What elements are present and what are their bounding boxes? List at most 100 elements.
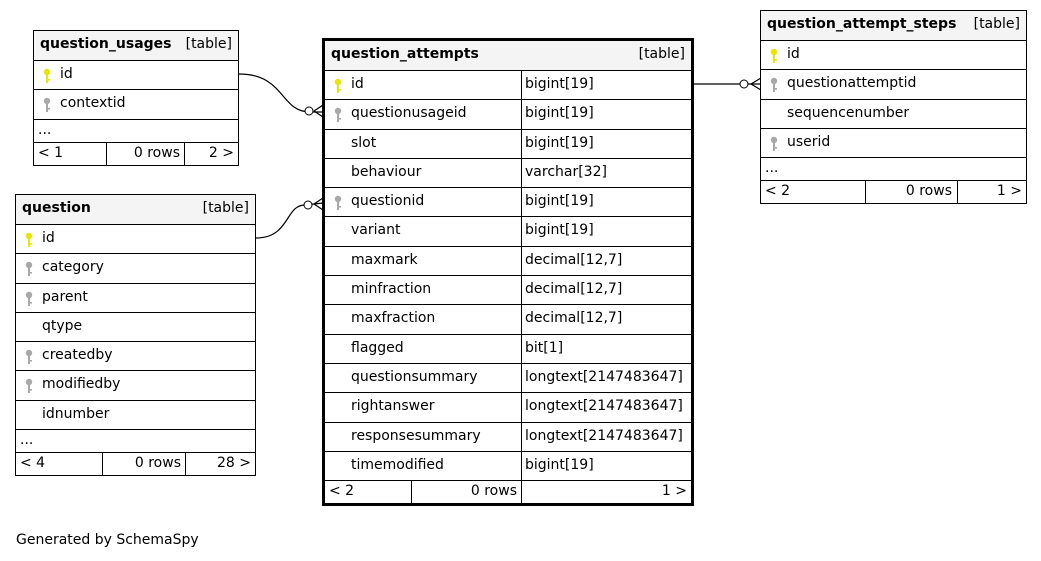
- primary-key-icon: [769, 48, 779, 64]
- table-footer: < 2 0 rows 1 >: [761, 181, 1026, 204]
- foreign-key-icon: [24, 291, 34, 307]
- column-row[interactable]: id: [761, 41, 1026, 71]
- relation-zero-marker: [739, 79, 749, 89]
- relation-zero-marker: [303, 200, 313, 210]
- column-type: bigint[19]: [525, 456, 594, 473]
- column-row[interactable]: timemodified bigint[19]: [325, 451, 691, 482]
- row-count: 0 rows: [470, 483, 517, 500]
- column-type: bigint[19]: [525, 105, 594, 122]
- more-columns: ...: [761, 158, 1026, 182]
- column-row[interactable]: idnumber: [16, 401, 255, 431]
- foreign-key-icon: [24, 349, 34, 365]
- column-type: bigint[19]: [525, 193, 594, 210]
- column-type: decimal[12,7]: [525, 310, 623, 327]
- column-name: questionusageid: [351, 105, 467, 122]
- column-row[interactable]: contextid: [34, 90, 238, 120]
- children-count[interactable]: 28 >: [217, 455, 251, 472]
- column-row[interactable]: parent: [16, 284, 255, 313]
- column-row[interactable]: modifiedby: [16, 371, 255, 401]
- column-name: flagged: [351, 339, 404, 356]
- foreign-key-icon: [333, 195, 343, 211]
- relation-usages-attempts: [238, 73, 323, 113]
- column-row[interactable]: responsesummary longtext[2147483647]: [325, 422, 691, 452]
- table-header[interactable]: question [table]: [16, 195, 255, 225]
- column-row[interactable]: qtype: [16, 313, 255, 343]
- foreign-key-icon: [42, 97, 52, 113]
- column-type: varchar[32]: [525, 163, 607, 180]
- primary-key-icon: [42, 68, 52, 84]
- column-name: idnumber: [42, 405, 110, 422]
- column-type: longtext[2147483647]: [525, 427, 683, 444]
- foreign-key-icon: [769, 136, 779, 152]
- column-row[interactable]: category: [16, 254, 255, 284]
- column-row[interactable]: id: [34, 61, 238, 91]
- more-columns: ...: [34, 120, 238, 143]
- table-kind: [table]: [202, 200, 249, 216]
- foreign-key-icon: [24, 378, 34, 394]
- table-name[interactable]: question_attempts: [331, 46, 479, 62]
- column-name: slot: [351, 134, 377, 151]
- table-header[interactable]: question_attempt_steps [table]: [761, 11, 1026, 41]
- column-row[interactable]: questionattemptid: [761, 70, 1026, 100]
- column-name: minfraction: [351, 281, 432, 298]
- column-name: timemodified: [351, 456, 444, 473]
- column-row[interactable]: userid: [761, 129, 1026, 159]
- column-type: longtext[2147483647]: [525, 398, 683, 415]
- table-name[interactable]: question: [22, 200, 91, 216]
- children-count[interactable]: 1 >: [996, 183, 1022, 200]
- column-row[interactable]: sequencenumber: [761, 100, 1026, 129]
- column-row[interactable]: createdby: [16, 342, 255, 372]
- foreign-key-icon: [24, 261, 34, 277]
- table-footer: < 4 0 rows 28 >: [16, 453, 255, 476]
- column-row[interactable]: id: [16, 225, 255, 255]
- column-name: modifiedby: [42, 376, 121, 393]
- table-header[interactable]: question_usages [table]: [34, 31, 238, 61]
- row-count: 0 rows: [134, 455, 181, 472]
- table-kind: [table]: [973, 16, 1020, 32]
- column-row[interactable]: rightanswer longtext[2147483647]: [325, 393, 691, 423]
- relation-question-attempts: [255, 202, 324, 239]
- table-name[interactable]: question_usages: [40, 36, 172, 52]
- column-name: qtype: [42, 317, 83, 334]
- children-count[interactable]: 1 >: [661, 483, 687, 500]
- column-row[interactable]: flagged bit[1]: [325, 334, 691, 364]
- relation-crowfoot: [750, 77, 762, 91]
- foreign-key-icon: [333, 107, 343, 123]
- column-name: id: [351, 76, 364, 92]
- row-count: 0 rows: [905, 183, 952, 200]
- table-header[interactable]: question_attempts [table]: [325, 41, 691, 71]
- table-name[interactable]: question_attempt_steps: [767, 16, 957, 32]
- children-count[interactable]: 2 >: [208, 144, 234, 161]
- relation-crowfoot: [313, 104, 324, 118]
- parents-count[interactable]: < 2: [329, 483, 355, 500]
- column-type: bigint[19]: [525, 76, 594, 92]
- generated-by-credit: Generated by SchemaSpy: [16, 532, 199, 548]
- column-name: rightanswer: [351, 398, 435, 415]
- column-name: maxmark: [351, 251, 418, 268]
- parents-count[interactable]: < 4: [20, 455, 46, 472]
- column-name: responsesummary: [351, 427, 481, 444]
- column-type: bigint[19]: [525, 134, 594, 151]
- column-name: parent: [42, 288, 88, 305]
- parents-count[interactable]: < 2: [765, 183, 791, 200]
- table-kind: [table]: [185, 36, 232, 52]
- column-row[interactable]: questionusageid bigint[19]: [325, 100, 691, 130]
- column-row[interactable]: id bigint[19]: [325, 71, 691, 101]
- parents-count[interactable]: < 1: [38, 144, 64, 161]
- relation-zero-marker: [304, 106, 314, 116]
- column-type: bit[1]: [525, 339, 564, 356]
- column-row[interactable]: slot bigint[19]: [325, 129, 691, 159]
- more-columns: ...: [16, 430, 255, 454]
- column-name: variant: [351, 222, 401, 239]
